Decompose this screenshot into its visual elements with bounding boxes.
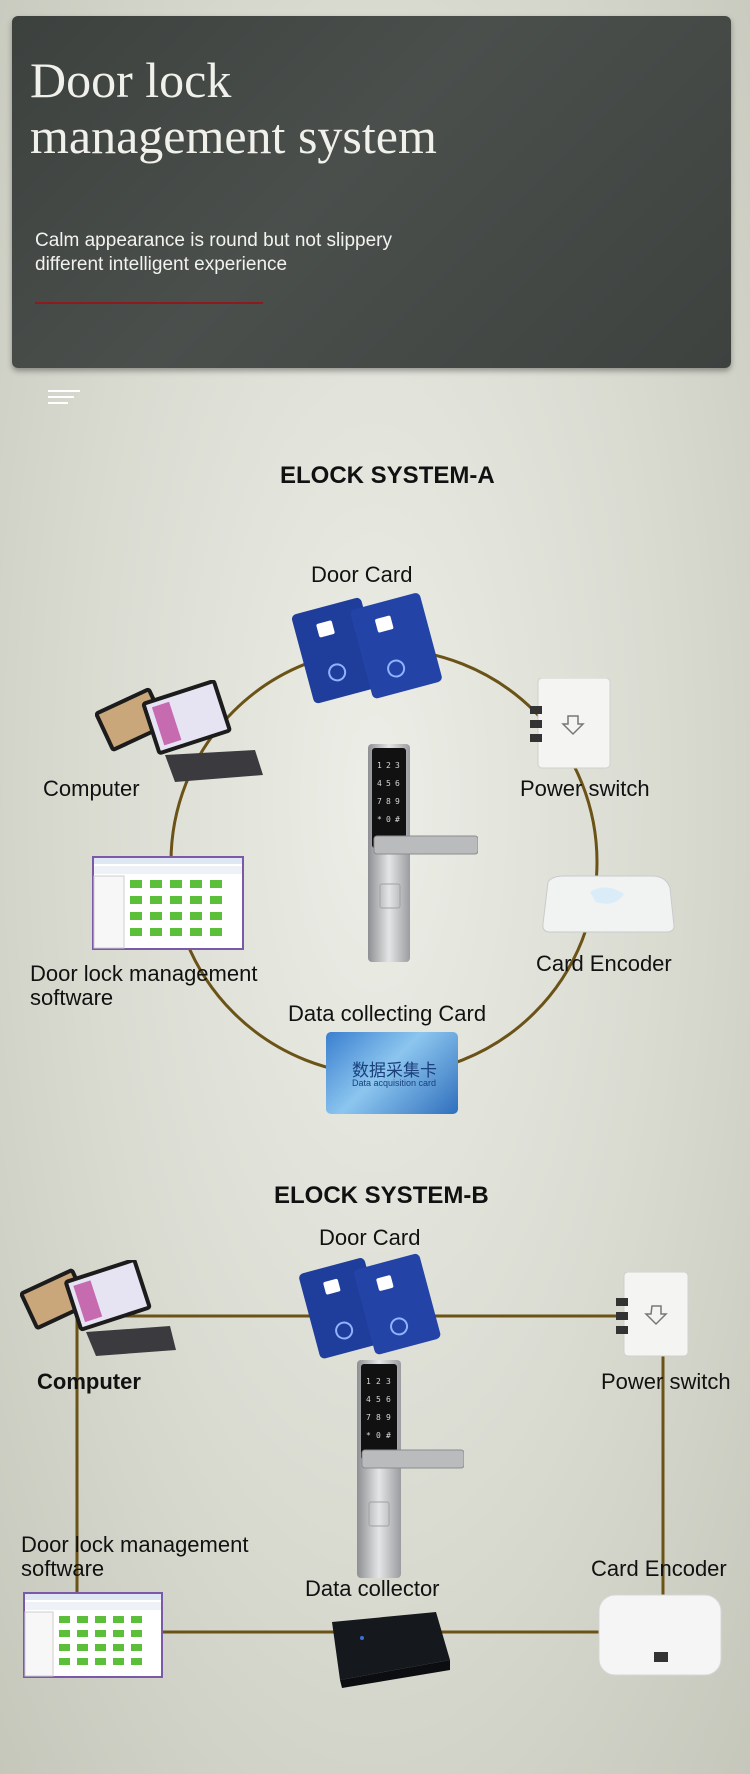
svg-text:8: 8 — [386, 797, 391, 806]
system-a-data-card-label: Data collecting Card — [288, 1001, 487, 1026]
system-a-computer-label: Computer — [43, 776, 140, 801]
system-b-software-label-line2: software — [21, 1556, 105, 1581]
menu-icon[interactable] — [48, 390, 80, 406]
svg-text:*: * — [366, 1431, 371, 1440]
svg-text:8: 8 — [376, 1413, 381, 1422]
svg-text:3: 3 — [395, 761, 400, 770]
svg-text:1: 1 — [366, 1377, 371, 1386]
system-b-power-switch-image — [616, 1272, 689, 1357]
svg-text:6: 6 — [395, 779, 400, 788]
svg-text:4: 4 — [366, 1395, 371, 1404]
system-a-data-card-image: 数据采集卡 Data acquisition card — [326, 1032, 458, 1114]
svg-text:#: # — [386, 1431, 391, 1440]
svg-text:4: 4 — [377, 779, 382, 788]
hero-banner — [12, 16, 731, 368]
svg-text:9: 9 — [386, 1413, 391, 1422]
hero-subtitle-line2: different intelligent experience — [35, 254, 288, 275]
svg-text:1: 1 — [377, 761, 382, 770]
system-a-door-card-image — [291, 593, 442, 704]
system-a-software-image — [92, 856, 244, 950]
hero-title-line2: management system — [30, 108, 437, 164]
system-b-card-encoder-image — [598, 1594, 722, 1676]
svg-text:5: 5 — [386, 779, 391, 788]
system-a-software-label-line1: Door lock management — [30, 961, 258, 986]
hero-subtitle-line1: Calm appearance is round but not slipper… — [35, 230, 392, 251]
svg-text:2: 2 — [376, 1377, 381, 1386]
hero-title-line1: Door lock — [30, 52, 232, 108]
system-a-title: ELOCK SYSTEM-A — [280, 462, 495, 489]
svg-text:3: 3 — [386, 1377, 391, 1386]
system-b-software-label: Door lock management software — [21, 1533, 248, 1581]
data-card-cn-text: 数据采集卡 — [352, 1061, 437, 1081]
system-b-computer-label: Computer — [37, 1369, 141, 1394]
system-a-card-encoder-image — [542, 875, 675, 933]
svg-text:9: 9 — [395, 797, 400, 806]
svg-text:5: 5 — [376, 1395, 381, 1404]
system-b-power-switch-label: Power switch — [601, 1369, 731, 1394]
svg-text:0: 0 — [376, 1431, 381, 1440]
system-b-title: ELOCK SYSTEM-B — [274, 1182, 489, 1209]
data-card-en-text: Data acquisition card — [352, 1078, 437, 1088]
system-a-power-switch-image — [530, 678, 611, 769]
svg-text:6: 6 — [386, 1395, 391, 1404]
system-b-computer-image — [20, 1260, 176, 1356]
system-b-software-image — [23, 1592, 163, 1678]
system-b-software-label-line1: Door lock management — [21, 1532, 249, 1557]
system-a-software-label-line2: software — [30, 985, 114, 1010]
system-b-door-card-label: Door Card — [319, 1225, 421, 1250]
system-b-card-encoder-label: Card Encoder — [591, 1556, 727, 1581]
system-a-software-label: Door lock management software — [30, 962, 257, 1010]
svg-text:*: * — [377, 815, 382, 824]
system-b-data-collector-label: Data collector — [305, 1576, 440, 1601]
svg-text:7: 7 — [377, 797, 382, 806]
svg-text:2: 2 — [386, 761, 391, 770]
system-b-door-card-image — [299, 1253, 441, 1359]
system-a-power-switch-label: Power switch — [520, 776, 650, 801]
hero-accent-rule — [35, 302, 263, 304]
system-a-door-card-label: Door Card — [311, 562, 413, 587]
system-a-card-encoder-label: Card Encoder — [536, 951, 672, 976]
hero-title: Door lock management system — [30, 52, 437, 164]
svg-text:#: # — [395, 815, 400, 824]
svg-text:0: 0 — [386, 815, 391, 824]
hero-subtitle: Calm appearance is round but not slipper… — [35, 229, 392, 277]
svg-text:7: 7 — [366, 1413, 371, 1422]
system-b-data-collector-image — [332, 1612, 450, 1688]
system-a-computer-image — [95, 680, 263, 782]
